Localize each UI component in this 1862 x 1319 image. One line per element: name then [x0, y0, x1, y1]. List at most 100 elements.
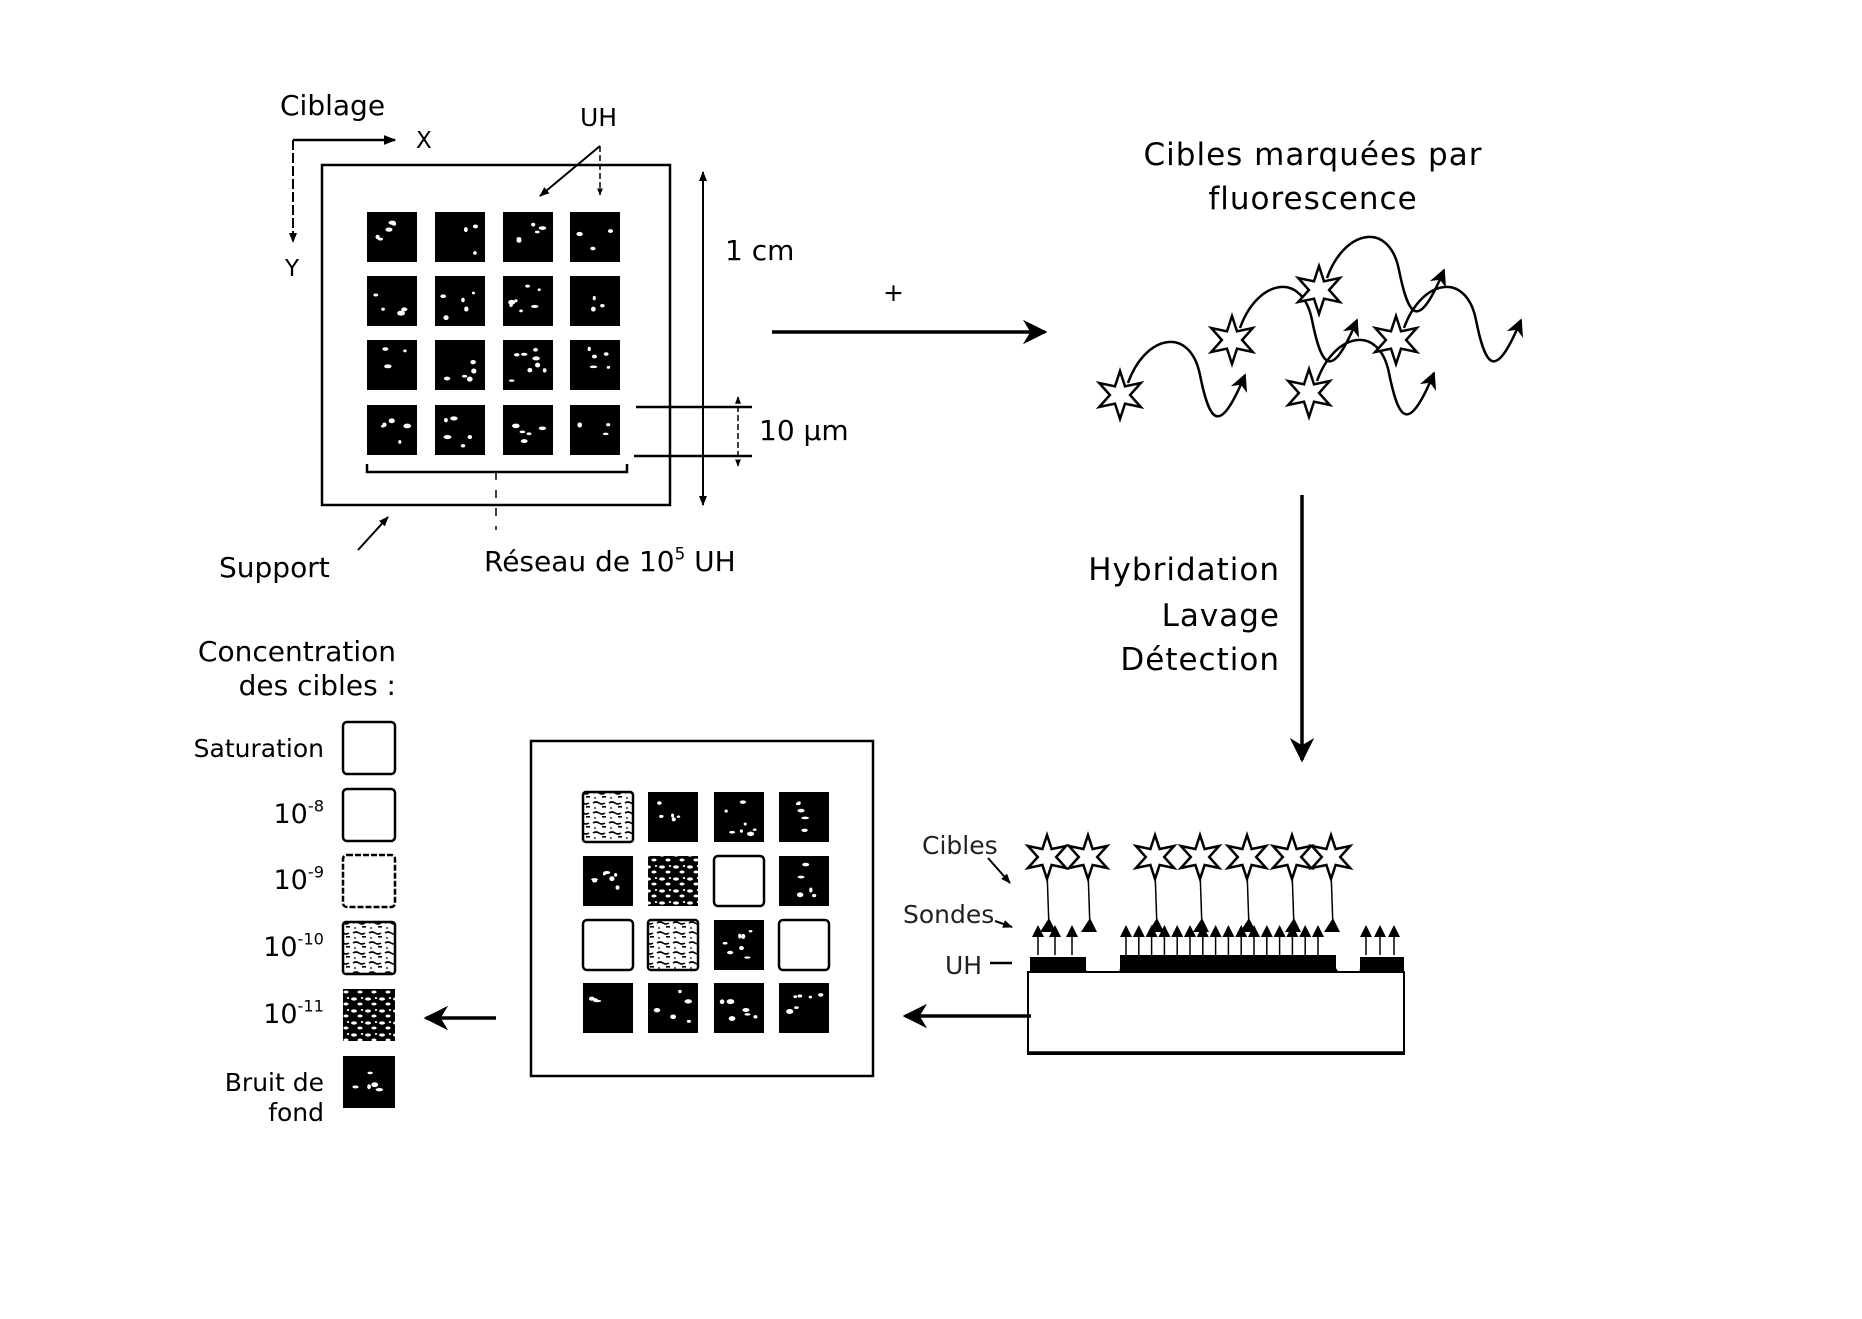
emission-path: [1315, 338, 1437, 416]
probes-pointer: [994, 920, 1013, 928]
support-label: Support: [219, 551, 330, 584]
result-slide: [529, 739, 875, 1078]
probe: [1158, 925, 1171, 955]
support-array-tile: [435, 340, 485, 390]
fluorescent-star-icon: [1294, 261, 1344, 319]
labeled-target-molecule: [1284, 338, 1437, 422]
probe: [1260, 925, 1273, 955]
hybridized-target: [1132, 830, 1178, 932]
pitch-label: 10 µm: [759, 414, 849, 447]
support-array-tile: [367, 212, 417, 262]
probe: [1360, 925, 1372, 955]
result-array-tile: [714, 920, 764, 970]
fluorescent-star-icon: [1371, 311, 1421, 369]
support-array-tile: [435, 405, 485, 455]
result-array-tile: [777, 918, 831, 972]
uh-pointer-diagonal: [539, 145, 601, 197]
targets-title-line2: fluorescence: [1208, 181, 1418, 217]
result-array-tile: [581, 790, 635, 844]
result-array-tile: [648, 792, 698, 842]
support-array-tile: [570, 340, 620, 390]
fluorescent-star-icon: [1207, 311, 1257, 369]
mix-operator: +: [883, 278, 904, 307]
legend-title-line2: des cibles :: [238, 669, 396, 702]
result-array-tile: [583, 983, 633, 1033]
substrate: [1027, 971, 1405, 1055]
support-array-grid: [367, 212, 620, 455]
support-array-tile: [367, 405, 417, 455]
result-array-tile: [648, 856, 698, 906]
fluorescent-star-icon: [1284, 364, 1334, 422]
fluorescent-star-icon: [1132, 830, 1178, 884]
array-label: Réseau de 105 UH: [484, 545, 736, 578]
process-step-detection: Détection: [1120, 642, 1280, 678]
fluorescent-star-icon: [1024, 830, 1070, 884]
result-array-tile: [714, 983, 764, 1033]
legend-label-e-9: 10-9: [273, 862, 325, 896]
result-array-tile: [714, 792, 764, 842]
emission-path: [1402, 285, 1524, 363]
support-array-tile: [435, 212, 485, 262]
y-axis-label: Y: [285, 256, 300, 282]
hybridized-target: [1065, 830, 1111, 932]
cross-section-probes-label: Sondes: [903, 900, 995, 929]
fluorescent-targets: [1095, 235, 1524, 424]
probe: [1273, 925, 1286, 955]
result-array-tile: [779, 792, 829, 842]
labeled-target-molecule: [1371, 285, 1524, 369]
targeting-label: Ciblage: [280, 89, 386, 122]
probe: [1032, 925, 1044, 955]
support-array-tile: [503, 276, 553, 326]
support-pointer: [357, 516, 389, 551]
size-label: 1 cm: [725, 234, 795, 267]
probe: [1388, 925, 1400, 955]
legend-swatch-e-11: [343, 989, 395, 1041]
targets-pointer: [987, 857, 1011, 884]
emission-path: [1325, 235, 1447, 313]
probe: [1374, 925, 1386, 955]
array-bracket: [365, 464, 629, 474]
fluorescent-star-icon: [1308, 830, 1354, 884]
hybridized-target: [1177, 830, 1223, 932]
support-array-tile: [503, 340, 553, 390]
legend-swatch-e-8: [341, 787, 397, 843]
legend-label-e-8: 10-8: [273, 796, 325, 830]
uh-layer: [1030, 955, 1404, 973]
legend-swatch-saturation: [341, 720, 397, 776]
cross-section-uh-label: UH: [945, 951, 983, 980]
array-label-suffix: UH: [685, 545, 736, 578]
legend-swatches: [341, 720, 397, 1108]
hybridized-target: [1308, 830, 1354, 932]
process-step-hybridation: Hybridation: [1088, 552, 1280, 588]
probe: [1209, 925, 1222, 955]
support-slide: [320, 163, 672, 507]
probe: [1171, 925, 1184, 955]
labeled-target-molecule: [1294, 235, 1447, 319]
legend-label-e-11: 10-11: [263, 996, 324, 1030]
uh-label: UH: [580, 103, 618, 132]
fluorescent-star-icon: [1065, 830, 1111, 884]
x-axis-label: X: [416, 128, 432, 154]
hybridized-target: [1269, 830, 1315, 932]
emission-path: [1238, 285, 1360, 363]
fluorescent-star-icon: [1269, 830, 1315, 884]
result-array-tile: [779, 856, 829, 906]
support-array-tile: [503, 212, 553, 262]
result-array-tile: [646, 918, 700, 972]
legend-swatch-e-9: [341, 853, 397, 909]
process-step-lavage: Lavage: [1161, 598, 1280, 634]
labeled-target-molecule: [1095, 340, 1248, 424]
legend-label-e-10: 10-10: [263, 929, 324, 963]
fluorescent-star-icon: [1177, 830, 1223, 884]
support-array-tile: [570, 276, 620, 326]
probe: [1066, 925, 1078, 955]
hybridized-target: [1024, 830, 1070, 932]
legend-swatch-noise: [343, 1056, 395, 1108]
result-array-tile: [712, 854, 766, 908]
result-array-tile: [779, 983, 829, 1033]
result-array-tile: [581, 918, 635, 972]
probe: [1222, 925, 1235, 955]
support-array-tile: [367, 340, 417, 390]
